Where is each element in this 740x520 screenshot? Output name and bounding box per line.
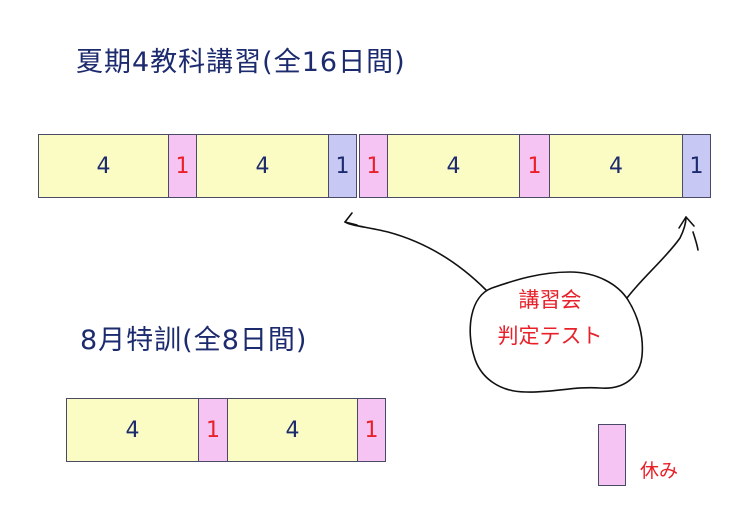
summer-schedule-bar: 4 1 4 1 1 4 1 4 1: [38, 134, 711, 198]
summer-seg-8: 4: [549, 134, 683, 198]
callout-line-2: 判定テスト: [497, 324, 603, 348]
arrow-head-1: [344, 212, 358, 226]
august-schedule-bar: 4 1 4 1: [66, 398, 386, 462]
august-course-title: 8月特訓(全8日間): [80, 325, 308, 356]
arrow-head-2: [678, 216, 695, 229]
august-seg-1: 4: [66, 398, 199, 462]
summer-seg-7: 1: [519, 134, 550, 198]
legend-rest-swatch: [598, 424, 626, 486]
summer-seg-9: 1: [682, 134, 711, 198]
callout-bubble: [469, 271, 644, 393]
arrow-to-test-2: [626, 216, 687, 299]
summer-seg-1: 4: [38, 134, 169, 198]
arrow-to-test-1: [344, 221, 487, 291]
legend-rest-label: 休み: [640, 460, 679, 482]
august-seg-3: 4: [227, 398, 358, 462]
summer-seg-4: 1: [328, 134, 357, 198]
august-seg-2: 1: [198, 398, 228, 462]
arrow-tail-stroke: [692, 231, 699, 251]
callout-text: 講習会 判定テスト: [470, 282, 630, 354]
callout-line-1: 講習会: [518, 288, 582, 312]
summer-seg-6: 4: [387, 134, 520, 198]
summer-seg-3: 4: [196, 134, 329, 198]
summer-course-title: 夏期4教科講習(全16日間): [76, 47, 406, 78]
august-seg-4: 1: [357, 398, 386, 462]
